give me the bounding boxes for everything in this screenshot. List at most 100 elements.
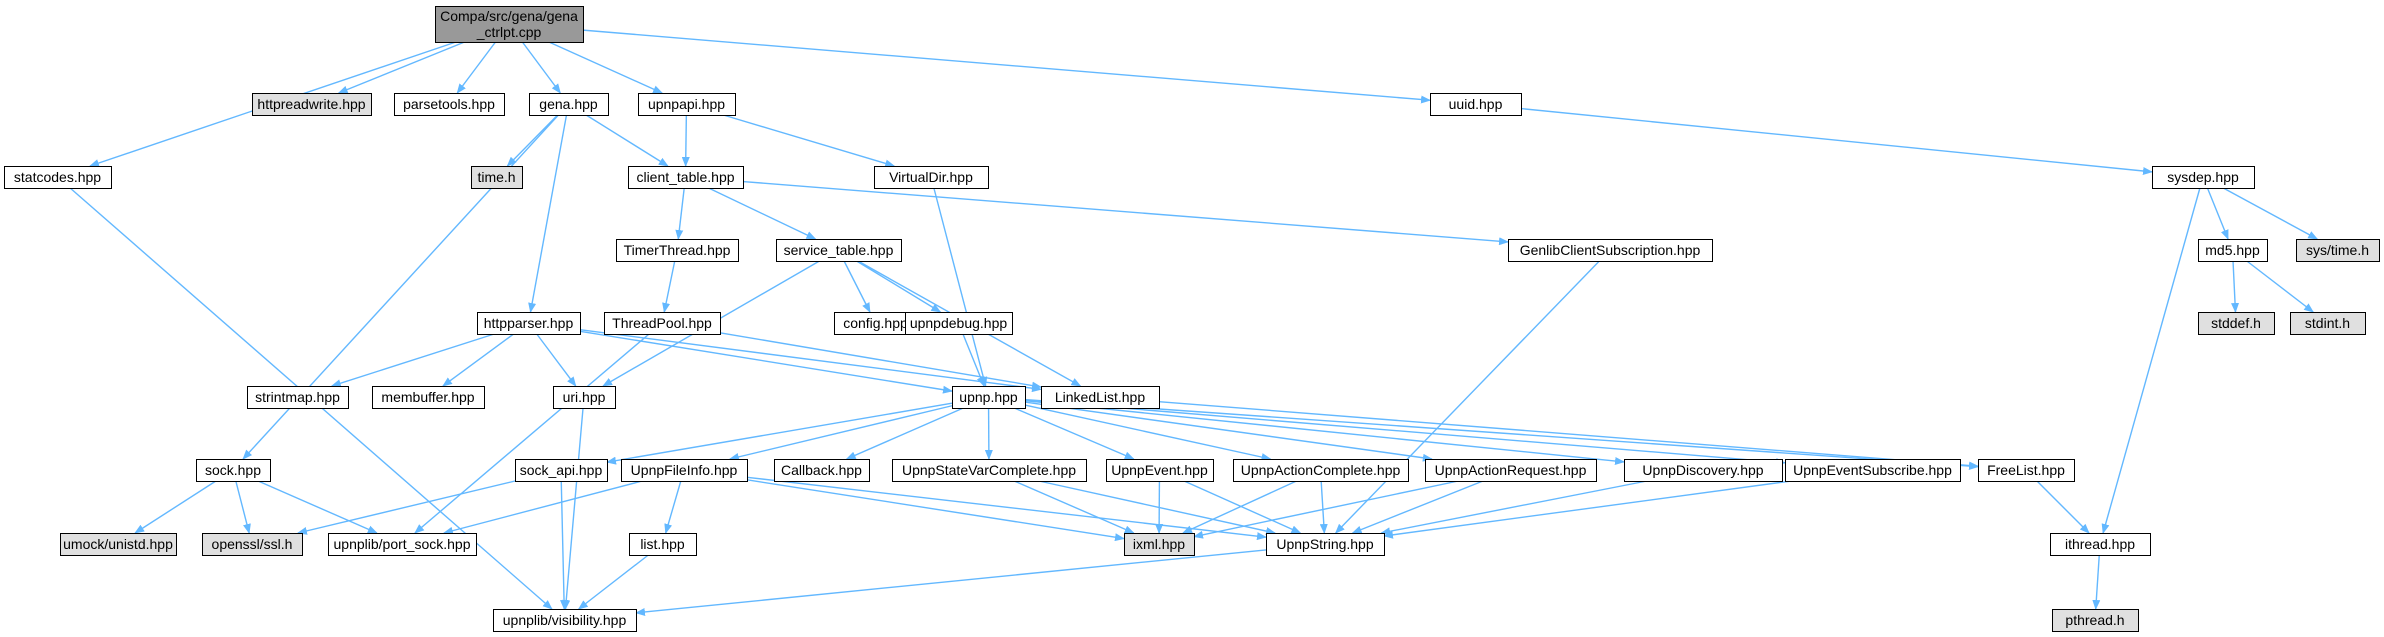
node-stddef[interactable]: stddef.h [2198, 312, 2275, 335]
node-label: upnpapi.hpp [648, 96, 725, 112]
node-config[interactable]: config.hpp [834, 312, 918, 335]
edge-gena-to-time_h [506, 114, 559, 167]
node-pthread[interactable]: pthread.h [2052, 609, 2139, 632]
node-label: statcodes.hpp [14, 169, 101, 185]
node-time-h[interactable]: time.h [471, 166, 523, 189]
node-label: upnpdebug.hpp [910, 315, 1008, 331]
node-upnpstatevar[interactable]: UpnpStateVarComplete.hpp [892, 459, 1087, 482]
node-openssl[interactable]: openssl/ssl.h [202, 533, 303, 556]
node-upnpdebug[interactable]: upnpdebug.hpp [905, 312, 1013, 335]
edges-layer [69, 29, 2319, 616]
edge-line [2036, 480, 2090, 534]
edge-httpparser-to-membuffer [442, 333, 514, 387]
node-box [553, 386, 616, 409]
node-md5[interactable]: md5.hpp [2198, 239, 2268, 262]
edge-line [442, 480, 643, 535]
node-uri[interactable]: uri.hpp [553, 386, 616, 409]
edge-line [1013, 480, 1135, 534]
node-strintmap[interactable]: strintmap.hpp [247, 386, 349, 409]
edge-line [723, 114, 896, 168]
node-root[interactable]: Compa/src/gena/gena_ctrlpt.cpp [435, 6, 584, 43]
node-stdint[interactable]: stdint.h [2290, 312, 2366, 335]
node-upnpactionrequest[interactable]: UpnpActionRequest.hpp [1425, 459, 1597, 482]
node-threadpool[interactable]: ThreadPool.hpp [604, 312, 721, 335]
node-client-table[interactable]: client_table.hpp [628, 166, 744, 189]
node-callback[interactable]: Callback.hpp [774, 459, 870, 482]
node-upnpeventsubscribe[interactable]: UpnpEventSubscribe.hpp [1785, 459, 1961, 482]
node-label: _ctrlpt.cpp [476, 24, 542, 40]
node-httpparser[interactable]: httpparser.hpp [477, 312, 581, 335]
edge-upnp-to-upnpevent [1013, 407, 1135, 460]
node-systime[interactable]: sys/time.h [2296, 239, 2380, 262]
edge-line [933, 187, 988, 387]
node-linkedlist[interactable]: LinkedList.hpp [1041, 386, 1160, 409]
node-ixml[interactable]: ixml.hpp [1124, 533, 1195, 556]
edge-gena-to-httpparser [528, 114, 568, 313]
edge-line [134, 480, 217, 534]
edge-sock_api-to-openssl [296, 480, 516, 535]
edge-upnp-to-upnpfileinfo [728, 405, 953, 461]
edge-md5-to-stdint [2246, 260, 2314, 313]
node-upnpfileinfo[interactable]: UpnpFileInfo.hpp [621, 459, 748, 482]
node-label: client_table.hpp [636, 169, 734, 185]
edge-line [1024, 398, 1979, 470]
edge-sock_api-to-visibility [560, 480, 569, 610]
edge-sock-to-openssl [235, 480, 251, 534]
node-label: upnplib/port_sock.hpp [334, 536, 471, 552]
edge-line [962, 333, 985, 387]
edge-line [235, 480, 251, 534]
node-parsetools[interactable]: parsetools.hpp [394, 93, 505, 116]
node-box [1785, 459, 1961, 482]
edge-httpparser-to-upnp [579, 330, 953, 394]
node-sock-api[interactable]: sock_api.hpp [515, 459, 608, 482]
edge-upnp-to-upnpactioncomplete [1024, 404, 1272, 461]
node-box [471, 166, 523, 189]
edge-sock-to-port_sock [257, 480, 378, 534]
node-statcodes[interactable]: statcodes.hpp [4, 166, 112, 189]
node-timerthread[interactable]: TimerThread.hpp [616, 239, 739, 262]
edge-upnpstring-to-visibility [635, 549, 1267, 616]
node-label: UpnpStateVarComplete.hpp [902, 462, 1076, 478]
node-box [2296, 239, 2380, 262]
node-sock[interactable]: sock.hpp [196, 459, 271, 482]
node-genlib[interactable]: GenlibClientSubscription.hpp [1508, 239, 1713, 262]
node-gena[interactable]: gena.hpp [529, 93, 609, 116]
node-upnpapi[interactable]: upnpapi.hpp [638, 93, 736, 116]
edge-line [2092, 554, 2101, 610]
node-list[interactable]: list.hpp [629, 533, 697, 556]
node-upnpstring[interactable]: UpnpString.hpp [1266, 533, 1385, 556]
edge-line [330, 333, 495, 388]
node-freelist[interactable]: FreeList.hpp [1978, 459, 2075, 482]
edge-threadpool-to-port_sock [414, 333, 650, 534]
node-uuid[interactable]: uuid.hpp [1430, 93, 1522, 116]
node-upnpactioncomplete[interactable]: UpnpActionComplete.hpp [1233, 459, 1409, 482]
node-label: UpnpString.hpp [1276, 536, 1374, 552]
node-service-table[interactable]: service_table.hpp [776, 239, 902, 262]
node-label: pthread.h [2065, 612, 2124, 628]
node-upnp[interactable]: upnp.hpp [952, 386, 1026, 409]
edge-ithread-to-pthread [2092, 554, 2101, 610]
node-label: UpnpFileInfo.hpp [631, 462, 738, 478]
edge-line [1520, 107, 2153, 175]
node-httpreadwrite[interactable]: httpreadwrite.hpp [252, 93, 372, 116]
node-sysdep[interactable]: sysdep.hpp [2152, 166, 2255, 189]
edge-upnpfileinfo-to-upnpstring [746, 476, 1267, 541]
node-box [372, 386, 485, 409]
node-ithread[interactable]: ithread.hpp [2050, 533, 2151, 556]
node-upnpdiscovery[interactable]: UpnpDiscovery.hpp [1624, 459, 1783, 482]
node-box [905, 312, 1013, 335]
edge-upnpapi-to-client_table [681, 114, 690, 167]
node-label: ThreadPool.hpp [612, 315, 712, 331]
edge-line [560, 480, 569, 610]
node-visibility[interactable]: upnplib/visibility.hpp [493, 609, 637, 632]
node-port-sock[interactable]: upnplib/port_sock.hpp [328, 533, 477, 556]
edge-line [708, 187, 817, 240]
node-membuffer[interactable]: membuffer.hpp [372, 386, 485, 409]
node-virtualdir[interactable]: VirtualDir.hpp [874, 166, 989, 189]
edge-line [1319, 480, 1328, 534]
edge-upnpactioncomplete-to-ixml [1182, 480, 1297, 534]
node-upnpevent[interactable]: UpnpEvent.hpp [1106, 459, 1214, 482]
node-umock[interactable]: umock/unistd.hpp [60, 533, 177, 556]
edge-line [2101, 187, 2201, 534]
